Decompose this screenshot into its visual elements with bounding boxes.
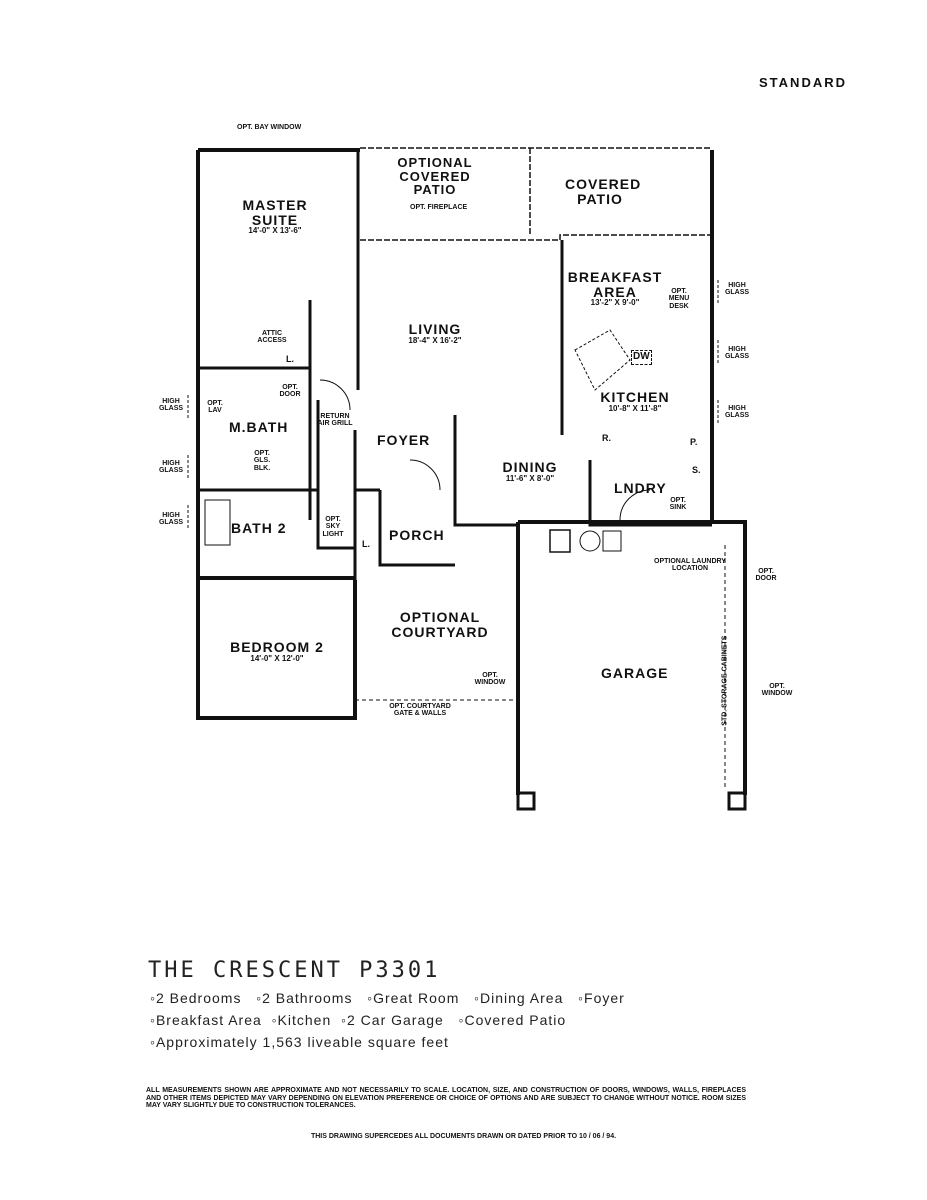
high-glass-label: HIGH GLASS — [724, 346, 750, 361]
room-name: MASTER SUITE — [242, 197, 308, 228]
garage-label: GARAGE — [601, 665, 669, 681]
high-glass-label: HIGH GLASS — [158, 460, 184, 475]
garage-wall — [516, 520, 747, 795]
plan-title: THE CRESCENT P3301 — [148, 958, 441, 983]
high-glass-label: HIGH GLASS — [724, 282, 750, 297]
opt-menu-desk-label: OPT. MENU DESK — [668, 288, 690, 310]
storage-label: S. — [692, 465, 701, 475]
sink — [574, 329, 631, 391]
covered-patio-label: COVERED PATIO — [565, 176, 642, 207]
garage-post — [516, 791, 536, 811]
optional-laundry-location-label: OPTIONAL LAUNDRY LOCATION — [654, 558, 726, 573]
porch-label: PORCH — [389, 527, 445, 543]
garage-post — [727, 791, 747, 811]
feature-item: Dining Area — [480, 990, 564, 1006]
opt-sky-light-label: OPT. SKY LIGHT — [322, 516, 344, 538]
refrigerator-label: R. — [602, 433, 611, 443]
room-name: BEDROOM 2 — [230, 639, 324, 655]
room-name: LIVING — [408, 321, 462, 337]
door-swing — [409, 459, 441, 491]
high-glass-label: HIGH GLASS — [158, 398, 184, 413]
return-air-grill-label: RETURN AIR GRILL — [317, 413, 353, 428]
laundry-machine — [549, 529, 571, 553]
feature-item: Covered Patio — [464, 1012, 567, 1028]
opt-window-label: OPT. WINDOW — [761, 683, 793, 698]
pantry-label: P. — [690, 437, 698, 447]
optional-courtyard-label: OPTIONAL COURTYARD — [391, 609, 489, 640]
attic-access-label: ATTIC ACCESS — [257, 330, 287, 345]
opt-bay-window-label: OPT. BAY WINDOW — [237, 124, 302, 131]
laundry-machine — [579, 530, 601, 552]
door-swing — [619, 489, 651, 521]
feature-list: ◦Approximately 1,563 liveable square fee… — [150, 1034, 449, 1050]
feature-list: ◦Breakfast Area ◦Kitchen ◦2 Car Garage ◦… — [150, 1012, 567, 1028]
room-name: BREAKFAST AREA — [567, 269, 663, 300]
room-dims: 11'-6" X 8'-0" — [505, 473, 555, 483]
room-dims: 10'-8" X 11'-8" — [608, 403, 662, 413]
disclaimer: ALL MEASUREMENTS SHOWN ARE APPROXIMATE A… — [146, 1087, 746, 1110]
kitchen-wall — [560, 240, 712, 527]
room-dims: 14'-0" X 12'-0" — [250, 653, 304, 663]
opt-courtyard-gate-label: OPT. COURTYARD GATE & WALLS — [389, 703, 451, 718]
feature-item: Kitchen — [277, 1012, 332, 1028]
feature-item: 2 Car Garage — [347, 1012, 444, 1028]
door-swing — [319, 379, 351, 411]
opt-window-label: OPT. WINDOW — [474, 672, 506, 687]
feature-item: 2 Bathrooms — [262, 990, 353, 1006]
room-dims: 18'-4" X 16'-2" — [408, 335, 462, 345]
feature-item: Foyer — [584, 990, 625, 1006]
bath-2-label: BATH 2 — [231, 520, 287, 536]
linen-label: L. — [362, 539, 370, 549]
bath-walls — [198, 300, 355, 550]
feature-item: Approximately 1,563 liveable square feet — [155, 1034, 449, 1050]
opt-lav-label: OPT. LAV — [207, 400, 223, 415]
foyer-walls — [353, 415, 518, 580]
m-bath-label: M.BATH — [229, 419, 289, 435]
room-name: KITCHEN — [600, 389, 670, 405]
patio-outline — [360, 147, 712, 241]
std-storage-cabinets-label: STD. STORAGE CABINETS — [721, 635, 729, 726]
foyer-label: FOYER — [377, 432, 431, 448]
room-name: DINING — [502, 459, 558, 475]
room-dims: 13'-2" X 9'-0" — [590, 298, 640, 308]
room-dims: 14'-0" X 13'-6" — [248, 226, 302, 236]
feature-item: Great Room — [373, 990, 460, 1006]
feature-item: 2 Bedrooms — [155, 990, 242, 1006]
opt-door-label: OPT. DOOR — [279, 384, 301, 399]
opt-sink-label: OPT. SINK — [669, 497, 687, 512]
supersedes-note: THIS DRAWING SUPERCEDES ALL DOCUMENTS DR… — [310, 1133, 617, 1140]
linen-label: L. — [286, 354, 294, 364]
optional-covered-patio-label: OPTIONAL COVERED PATIO — [397, 155, 473, 198]
laundry-label: LNDRY — [614, 480, 667, 496]
high-glass-label: HIGH GLASS — [724, 405, 750, 420]
high-glass-label: HIGH GLASS — [158, 512, 184, 527]
laundry-machine — [602, 530, 622, 552]
opt-fireplace-label: OPT. FIREPLACE — [410, 204, 468, 211]
dishwasher-label: DW — [631, 350, 652, 365]
opt-gls-blk-label: OPT. GLS. BLK. — [253, 450, 271, 472]
tub — [204, 499, 231, 546]
standard-label: STANDARD — [759, 75, 847, 90]
feature-item: Breakfast Area — [155, 1012, 262, 1028]
feature-list: ◦2 Bedrooms ◦2 Bathrooms ◦Great Room ◦Di… — [150, 990, 625, 1006]
exterior-wall — [196, 148, 360, 720]
opt-door-label: OPT. DOOR — [755, 568, 777, 583]
